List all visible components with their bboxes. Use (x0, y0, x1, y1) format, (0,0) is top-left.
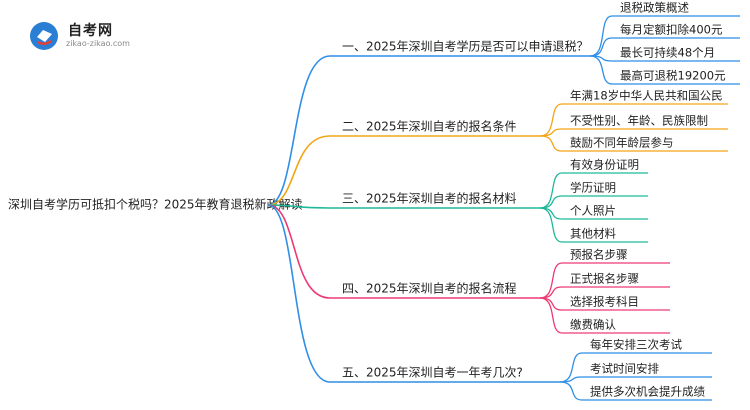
root-topic: 深圳自考学历可抵扣个税吗？2025年教育退税新政解读 (8, 197, 303, 212)
leaf-connector (589, 15, 613, 57)
leaf-node: 每年安排三次考试 (559, 338, 712, 383)
leaf-label: 学历证明 (570, 181, 616, 195)
branch-2: 二、2025年深圳自考的报名条件 年满18岁中华人民共和国公民不受性别、年龄、民族… (267, 89, 728, 206)
leaf-node: 年满18岁中华人民共和国公民 (539, 89, 728, 137)
branch-label: 四、2025年深圳自考的报名流程 (342, 281, 517, 296)
leaf-label: 每月定额扣除400元 (620, 23, 723, 37)
leaf-node: 其他材料 (539, 207, 648, 243)
leaf-connector (589, 55, 613, 85)
leaf-label: 考试时间安排 (590, 362, 659, 376)
branch-connector (267, 204, 331, 209)
leaf-label: 不受性别、年龄、民族限制 (570, 114, 708, 128)
logo: 自考网 zikao-zikao.com (28, 18, 138, 52)
leaf-node: 个人照片 (539, 204, 648, 220)
leaf-label: 年满18岁中华人民共和国公民 (570, 89, 723, 103)
logo-mark-icon (30, 22, 58, 50)
leaf-node: 最长可持续48个月 (589, 46, 740, 62)
leaf-label: 预报名步骤 (570, 248, 628, 262)
leaf-connector (589, 37, 613, 57)
branch-connector (267, 204, 331, 299)
leaf-node: 考试时间安排 (559, 362, 712, 383)
leaf-label: 鼓励不同年龄层参与 (570, 136, 674, 150)
leaf-node: 提供多次机会提升成绩 (559, 381, 712, 401)
leaf-connector (559, 352, 583, 383)
leaf-connector (539, 103, 563, 137)
leaf-node: 有效身份证明 (539, 158, 648, 209)
leaf-connector (539, 207, 563, 243)
leaf-node: 预报名步骤 (539, 248, 670, 299)
leaf-node: 缴费确认 (539, 297, 670, 334)
leaf-label: 每年安排三次考试 (590, 338, 682, 352)
branch-5: 五、2025年深圳自考一年考几次? 每年安排三次考试考试时间安排提供多次机会提升成… (267, 204, 712, 401)
logo-url: zikao-zikao.com (66, 39, 130, 48)
branch-connector (267, 135, 331, 206)
leaf-node: 每月定额扣除400元 (589, 23, 740, 57)
branch-connector (267, 204, 331, 383)
leaf-label: 最长可持续48个月 (620, 46, 715, 60)
leaf-label: 退税政策概述 (620, 1, 689, 15)
leaf-node: 鼓励不同年龄层参与 (539, 135, 728, 152)
leaf-label: 最高可退税19200元 (620, 69, 726, 83)
leaf-connector (559, 381, 583, 401)
leaf-connector (539, 172, 563, 209)
branch-1: 一、2025年深圳自考学历是否可以申请退税？ 退税政策概述每月定额扣除400元最长… (267, 1, 740, 206)
leaf-label: 正式报名步骤 (570, 272, 639, 286)
leaf-node: 最高可退税19200元 (589, 55, 740, 85)
leaf-label: 选择报考科目 (570, 295, 639, 309)
leaf-connector (539, 135, 563, 152)
leaf-label: 其他材料 (570, 227, 616, 241)
branch-label: 三、2025年深圳自考的报名材料 (342, 191, 517, 206)
leaf-label: 有效身份证明 (570, 158, 639, 172)
leaf-label: 个人照片 (570, 204, 616, 218)
leaf-node: 不受性别、年龄、民族限制 (539, 114, 728, 137)
logo-name: 自考网 (68, 23, 113, 39)
branch-connector (267, 55, 331, 206)
branch-label: 五、2025年深圳自考一年考几次? (342, 366, 523, 380)
leaf-node: 退税政策概述 (589, 1, 740, 57)
leaf-node: 选择报考科目 (539, 295, 670, 311)
leaf-label: 提供多次机会提升成绩 (590, 385, 705, 399)
branch-label: 二、2025年深圳自考的报名条件 (342, 119, 517, 134)
leaf-connector (539, 297, 563, 334)
leaf-node: 学历证明 (539, 181, 648, 209)
leaf-label: 缴费确认 (570, 318, 616, 332)
leaf-connector (539, 262, 563, 299)
branch-label: 一、2025年深圳自考学历是否可以申请退税？ (342, 39, 589, 54)
